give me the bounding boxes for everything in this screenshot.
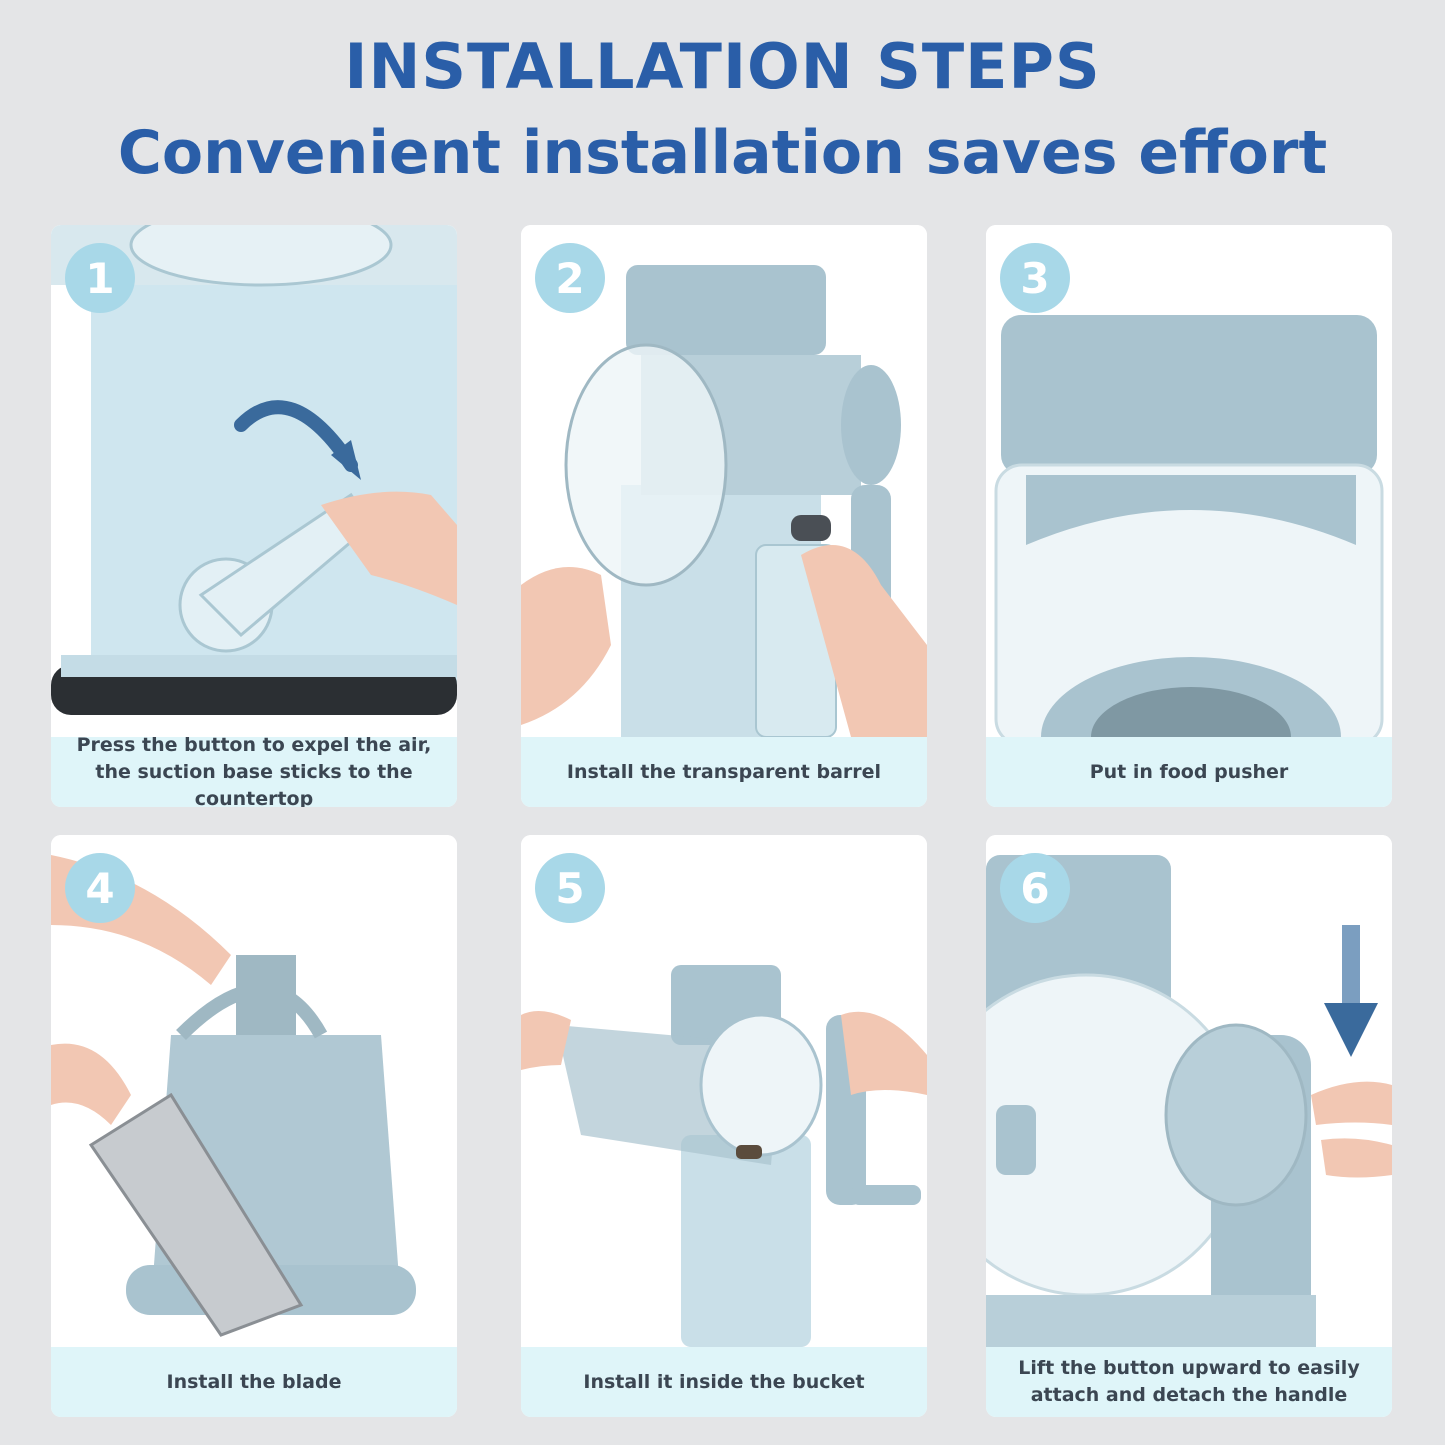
page-subtitle: Convenient installation saves effort [117, 118, 1328, 188]
step-2-illustration [521, 225, 927, 737]
step-caption: Lift the button upward to easily attach … [986, 1347, 1392, 1417]
step-card-6: 6 Lift the button upward to easily attac… [986, 835, 1392, 1417]
step-3-illustration [986, 225, 1392, 737]
step-number-badge: 3 [1000, 243, 1070, 313]
step-number-badge: 4 [65, 853, 135, 923]
page-title: INSTALLATION STEPS [344, 30, 1101, 103]
step-card-4: 4 Install the blade [51, 835, 457, 1417]
step-card-5: 5 Install it inside the bucket [521, 835, 927, 1417]
step-number-badge: 1 [65, 243, 135, 313]
step-caption: Press the button to expel the air, the s… [51, 734, 457, 807]
step-caption: Install the blade [51, 1347, 457, 1417]
step-card-1: 1 Press the button to expel the air, the… [51, 225, 457, 807]
step-card-2: 2 Install the transparent barrel [521, 225, 927, 807]
step-number-badge: 6 [1000, 853, 1070, 923]
step-caption: Put in food pusher [986, 737, 1392, 807]
step-6-illustration [986, 835, 1392, 1347]
step-caption: Install it inside the bucket [521, 1347, 927, 1417]
step-number-badge: 5 [535, 853, 605, 923]
step-4-illustration [51, 835, 457, 1347]
step-caption: Install the transparent barrel [521, 737, 927, 807]
step-number-badge: 2 [535, 243, 605, 313]
step-1-illustration [51, 225, 457, 737]
step-5-illustration [521, 835, 927, 1347]
step-card-3: 3 Put in food pusher [986, 225, 1392, 807]
